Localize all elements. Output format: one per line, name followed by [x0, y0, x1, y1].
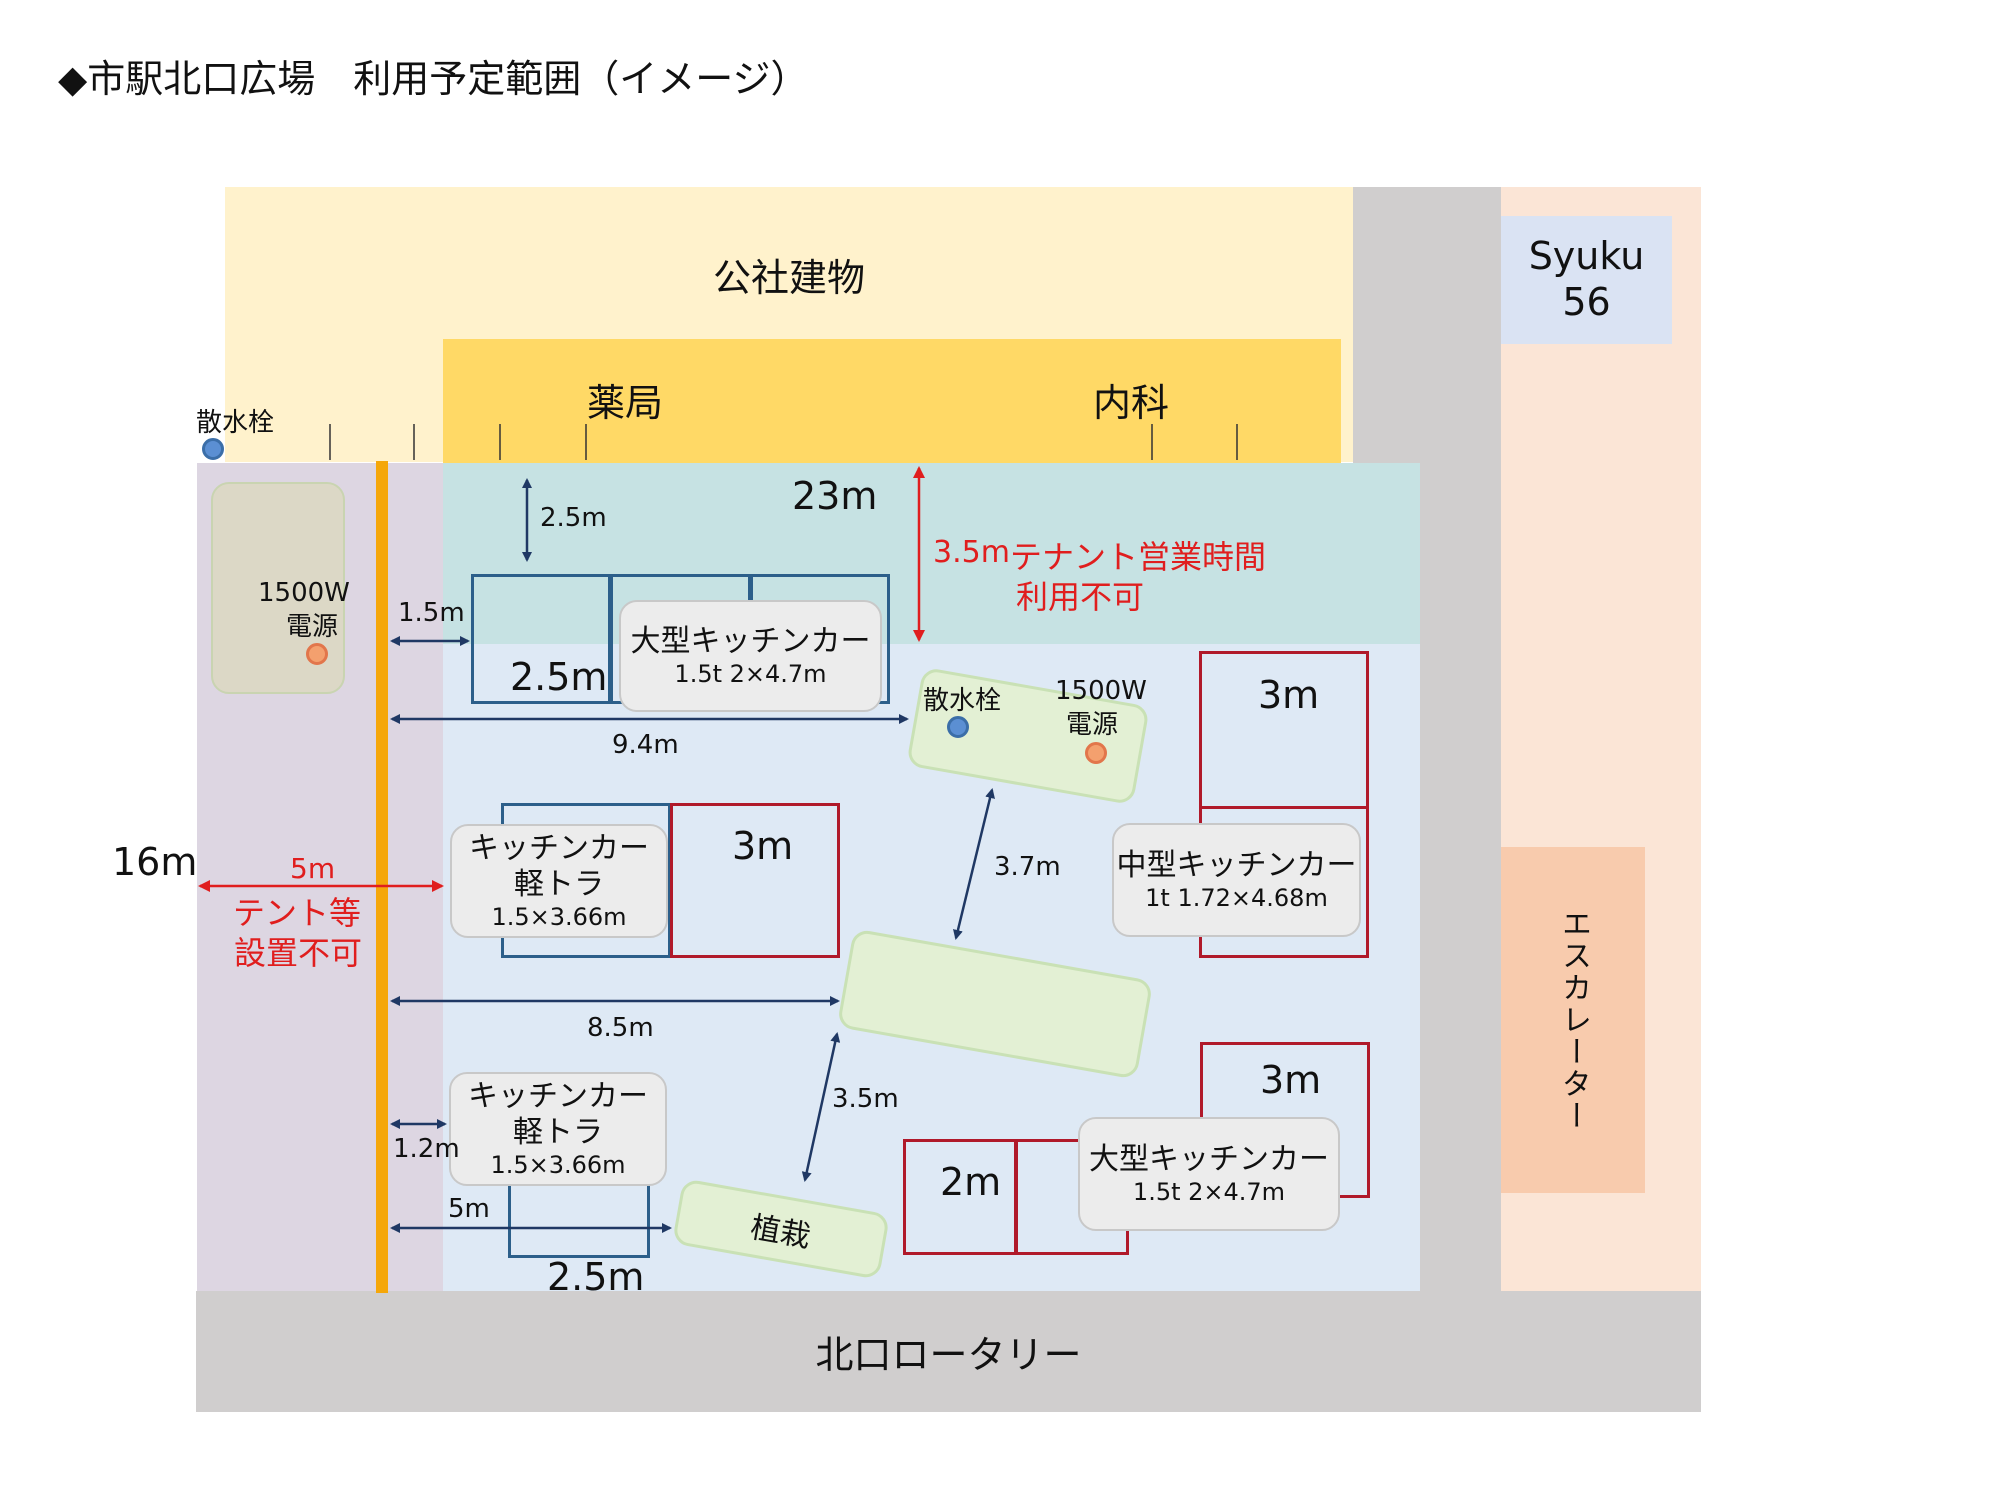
boundary-orange-line [376, 461, 388, 1293]
truck-spec: 1.5×3.66m [490, 1150, 626, 1179]
dim-height-total: 16m [112, 840, 198, 884]
dim-bottom-plot-depth: 2.5m [547, 1255, 645, 1299]
wall-ticks [329, 424, 1238, 460]
dim-right-bottom-plot: 3m [1260, 1058, 1322, 1102]
truck-name-line2: 軽トラ [514, 866, 604, 902]
truck-name: 中型キッチンカー [1116, 847, 1357, 883]
tenant-hours-zone [443, 463, 1420, 644]
arrow-35 [801, 1032, 841, 1182]
building-label: 公社建物 [712, 256, 865, 300]
truck-spec: 1.5t 2×4.7m [674, 659, 827, 688]
truck-spec: 1.5×3.66m [491, 902, 627, 931]
dim-top-plot-depth: 2.5m [510, 655, 608, 699]
dim-span-85: 8.5m [587, 1013, 654, 1043]
rotary-area: 北口ロータリー [196, 1291, 1701, 1412]
dim-mid-plot: 3m [732, 824, 794, 868]
page-title: ◆市駅北口広場 利用予定範囲（イメージ） [58, 57, 809, 101]
no-tent-dim: 5m [290, 852, 336, 885]
syuku-label-line2: 56 [1562, 280, 1611, 324]
dim-gap-35: 3.5m [832, 1084, 899, 1114]
hydrant-left-icon [202, 438, 224, 460]
power-center-watt: 1500W [1055, 676, 1147, 706]
no-tent-line2: 設置不可 [234, 934, 363, 972]
power-left-watt: 1500W [258, 578, 350, 608]
pharmacy-label: 薬局 [587, 381, 664, 425]
syuku-shop: Syuku 56 [1501, 216, 1672, 344]
dim-span-94: 9.4m [612, 730, 679, 760]
tenant-hours-dim: 3.5m [933, 535, 1010, 570]
plot-mid-left-red [670, 803, 840, 958]
plot-top-left [471, 574, 611, 704]
tenant-hours-line2: 利用不可 [1016, 578, 1145, 616]
truck-name-line1: キッチンカー [468, 1078, 648, 1114]
power-left-label: 電源 [286, 612, 339, 642]
arrow-37 [953, 788, 995, 940]
tenant-hours-line1: テナント営業時間 [1010, 538, 1267, 576]
truck-name: 大型キッチンカー [1089, 1141, 1329, 1177]
hydrant-left-label: 散水栓 [196, 408, 275, 438]
dim-right-top-plot: 3m [1258, 673, 1320, 717]
syuku-label-line1: Syuku [1528, 234, 1645, 279]
clinic-label: 内科 [1093, 381, 1170, 425]
dim-gap-37: 3.7m [994, 852, 1061, 882]
hydrant-center-label: 散水栓 [923, 686, 1002, 716]
truck-name: 大型キッチンカー [630, 623, 871, 659]
rotary-label: 北口ロータリー [815, 1333, 1082, 1377]
truck-spec: 1t 1.72×4.68m [1145, 883, 1328, 912]
power-center-icon [1085, 742, 1107, 764]
shops-area [443, 339, 1341, 463]
power-left-icon [306, 643, 328, 665]
truck-large-top: 大型キッチンカー 1.5t 2×4.7m [619, 600, 882, 712]
dim-width-total: 23m [792, 474, 878, 518]
dim-top-gap: 2.5m [540, 503, 607, 533]
truck-large-bottom: 大型キッチンカー 1.5t 2×4.7m [1078, 1117, 1340, 1231]
truck-spec: 1.5t 2×4.7m [1132, 1177, 1286, 1206]
truck-kei-lower: キッチンカー 軽トラ 1.5×3.66m [449, 1072, 667, 1186]
power-center-label: 電源 [1066, 710, 1119, 740]
escalator: エスカレーター [1501, 847, 1645, 1193]
truck-medium: 中型キッチンカー 1t 1.72×4.68m [1112, 823, 1361, 937]
truck-kei-upper: キッチンカー 軽トラ 1.5×3.66m [450, 824, 668, 938]
escalator-label: エスカレーター [1556, 908, 1591, 1132]
dim-left-gap-bottom: 1.2m [393, 1134, 460, 1164]
hydrant-center-icon [947, 716, 969, 738]
truck-name-line1: キッチンカー [469, 830, 649, 866]
dim-span-5: 5m [448, 1194, 490, 1224]
dim-bottom-small-plot: 2m [940, 1160, 1002, 1204]
truck-name-line2: 軽トラ [513, 1114, 603, 1150]
no-tent-line1: テント等 [233, 894, 362, 932]
dim-left-gap-top: 1.5m [398, 598, 465, 628]
